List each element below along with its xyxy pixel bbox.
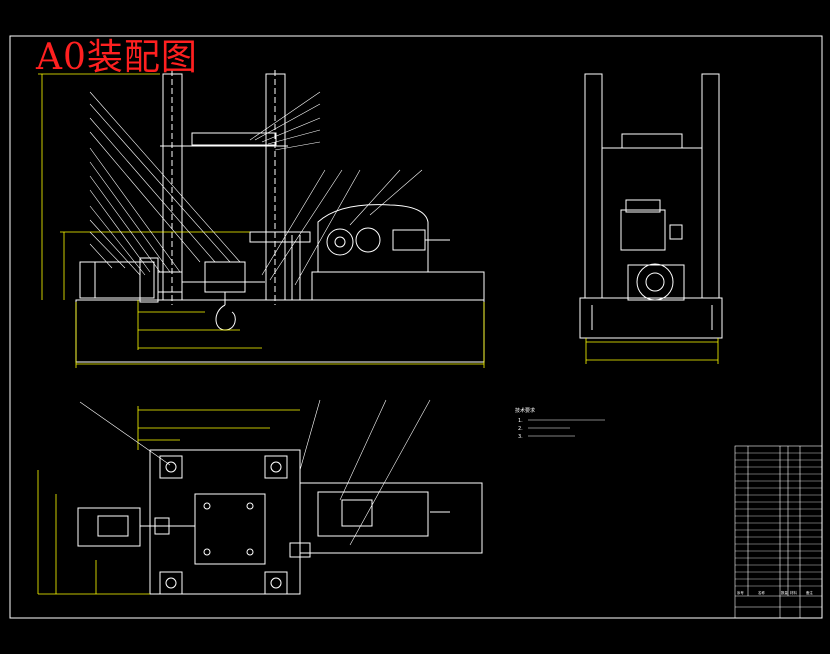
sheet-title: A0装配图 bbox=[36, 37, 198, 78]
parts-header-index: 序号 bbox=[737, 590, 744, 595]
tech-req-item-2: 2. bbox=[518, 426, 523, 432]
side-view-dimensions bbox=[585, 338, 719, 364]
drawing-frame bbox=[9, 35, 823, 619]
front-view bbox=[75, 70, 485, 363]
tech-req-heading: 技术要求 bbox=[515, 407, 535, 414]
tech-req-item-3: 3. bbox=[518, 434, 523, 440]
technical-requirements: 技术要求 1. 2. 3. bbox=[515, 407, 535, 440]
front-view-dimensions bbox=[38, 73, 485, 368]
parts-header-qty: 数量 bbox=[781, 590, 788, 595]
top-view-dimensions bbox=[37, 406, 300, 595]
tech-req-item-1: 1. bbox=[518, 418, 523, 424]
top-view bbox=[77, 449, 483, 595]
front-view-leaders bbox=[89, 91, 423, 286]
parts-header-material: 材料 bbox=[790, 590, 797, 595]
top-view-leaders bbox=[79, 399, 431, 546]
parts-header-remark: 备注 bbox=[806, 590, 813, 595]
parts-list-headers: 序号 名称 数量 材料 备注 bbox=[737, 590, 813, 595]
parts-header-name: 名称 bbox=[758, 590, 765, 595]
parts-list-rows bbox=[735, 452, 822, 587]
side-view bbox=[579, 73, 723, 339]
parts-list-table bbox=[734, 445, 823, 619]
